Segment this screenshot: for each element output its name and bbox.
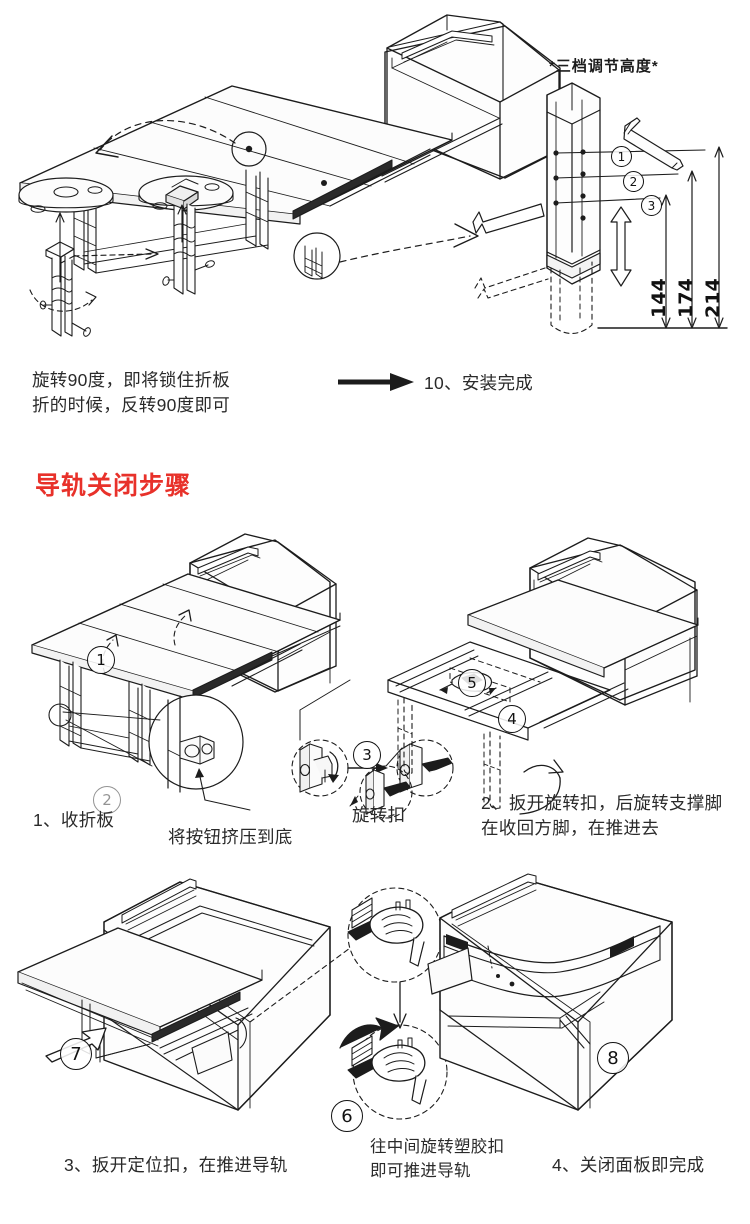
marker-1: 1	[87, 646, 115, 674]
step-3-caption: 3、扳开定位扣，在推进导轨	[64, 1155, 288, 1175]
height-mark-3: 3	[641, 195, 662, 216]
step-2-caption: 2、扳开旋转扣，后旋转支撑脚 在收回方脚，在推进去	[481, 793, 723, 839]
rail-step-1-2-illustration	[0, 520, 750, 830]
plastic-buckle-caption: 往中间旋转塑胶扣 即可推进导轨	[370, 1138, 505, 1180]
marker-6: 6	[331, 1100, 363, 1132]
marker-7: 7	[60, 1038, 92, 1070]
section-heading-rail-close: 导轨关闭步骤	[35, 472, 192, 500]
dimension-214: 214	[702, 278, 724, 318]
marker-3: 3	[353, 741, 381, 769]
dimension-144: 144	[648, 278, 670, 318]
top-left-caption: 旋转90度，即将锁住折板 折的时候，反转90度即可	[32, 370, 231, 416]
right-arrow-icon	[338, 371, 418, 393]
step-1-caption: 1、收折板	[33, 810, 115, 830]
marker-5: 5	[458, 669, 486, 697]
rail-step-3-4-illustration	[0, 870, 750, 1160]
height-mark-1: 1	[611, 146, 632, 167]
step-1-subcaption: 将按钮挤压到底	[168, 827, 293, 847]
dimension-title: *三档调节高度*	[549, 58, 659, 75]
step-10-caption: 10、安装完成	[424, 373, 534, 393]
marker-4: 4	[498, 705, 526, 733]
marker-2: 2	[93, 786, 121, 814]
top-assembly-illustration	[0, 0, 750, 360]
marker-8: 8	[597, 1042, 629, 1074]
dimension-174: 174	[675, 278, 697, 318]
rotate-buckle-label: 旋转扣	[352, 805, 406, 825]
step-4-caption: 4、关闭面板即完成	[552, 1155, 705, 1175]
height-mark-2: 2	[623, 171, 644, 192]
